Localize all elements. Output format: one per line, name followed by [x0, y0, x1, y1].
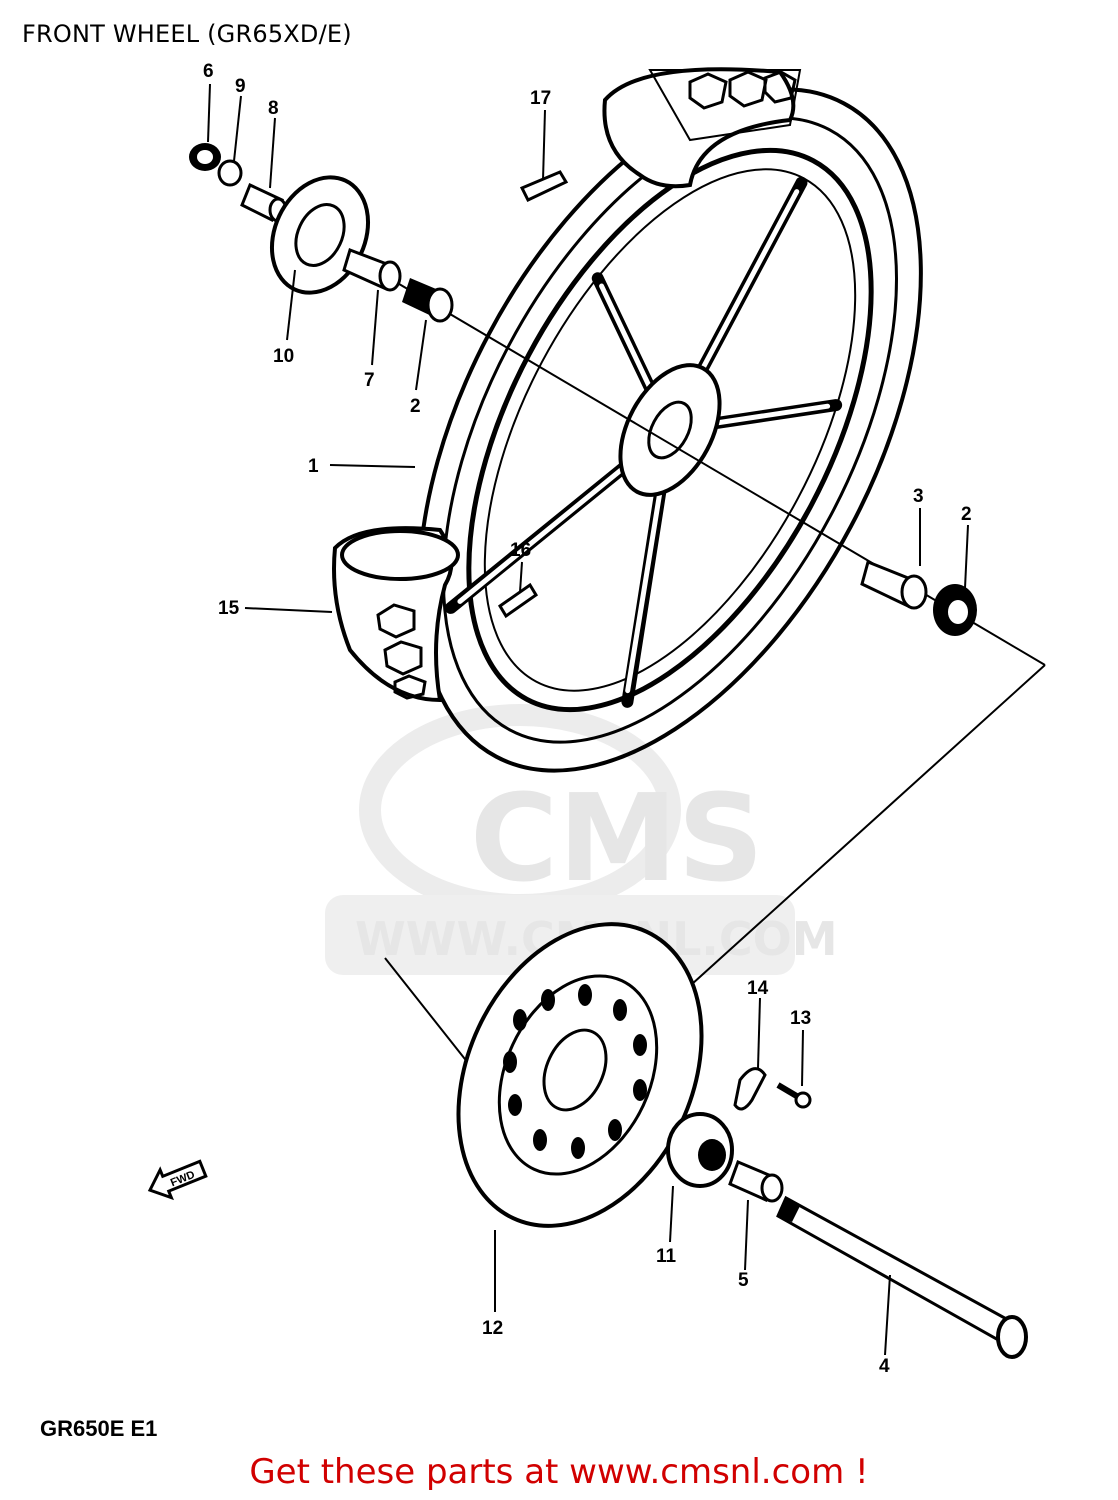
- part-brake-disc-12: [456, 922, 704, 1228]
- callout-15: 15: [218, 598, 240, 619]
- tire-tread-section-bottom: [332, 526, 460, 703]
- part-hub-cover-11: [666, 1112, 734, 1188]
- part-gearbox-retainer-14: [733, 1067, 767, 1111]
- shop-link[interactable]: Get these parts at www.cmsnl.com !: [249, 1452, 869, 1492]
- part-spacer-7: [342, 248, 402, 292]
- part-spacer-5: [728, 1160, 784, 1203]
- part-washer-9: [217, 159, 243, 187]
- callout-labels: 6 9 8 10 7 2 1 15 17 16 3 2 14 13 11 5 1…: [203, 61, 972, 1377]
- callout-14: 14: [747, 978, 769, 999]
- callout-3: 3: [913, 486, 924, 507]
- callout-2-right: 2: [961, 504, 972, 525]
- callout-13: 13: [790, 1008, 811, 1029]
- callout-8: 8: [268, 98, 279, 119]
- part-bearing-2-left: [402, 278, 454, 323]
- watermark-brand: CMS: [470, 770, 764, 909]
- fwd-arrow-icon: FWD: [147, 1159, 208, 1201]
- callout-6: 6: [203, 61, 214, 82]
- callout-17: 17: [530, 88, 551, 109]
- callout-10: 10: [273, 346, 294, 367]
- callout-16: 16: [510, 540, 531, 561]
- part-valve-16: [497, 582, 539, 619]
- callout-2-left: 2: [410, 396, 421, 417]
- callout-12: 12: [482, 1318, 503, 1339]
- model-code: GR650E E1: [40, 1416, 158, 1441]
- part-axle-4: [776, 1195, 1028, 1359]
- page-title: FRONT WHEEL (GR65XD/E): [22, 20, 352, 48]
- callout-1: 1: [308, 456, 319, 477]
- part-bearing-2-right: [933, 584, 977, 636]
- part-nut-6: [189, 143, 221, 171]
- part-speedo-gearbox-10: [269, 175, 371, 295]
- part-screw-13: [776, 1082, 812, 1109]
- part-spacer-3: [860, 559, 928, 610]
- callout-5: 5: [738, 1270, 749, 1291]
- callout-4: 4: [879, 1356, 890, 1377]
- callout-9: 9: [235, 76, 246, 97]
- wheel-assembly: [417, 87, 923, 773]
- part-balancer-17: [519, 170, 569, 202]
- axle-centerline: [349, 254, 1046, 666]
- callout-11: 11: [656, 1246, 677, 1267]
- tire-tread-section-top: [602, 67, 802, 189]
- callout-7: 7: [364, 370, 375, 391]
- leader-lines: [207, 83, 969, 1356]
